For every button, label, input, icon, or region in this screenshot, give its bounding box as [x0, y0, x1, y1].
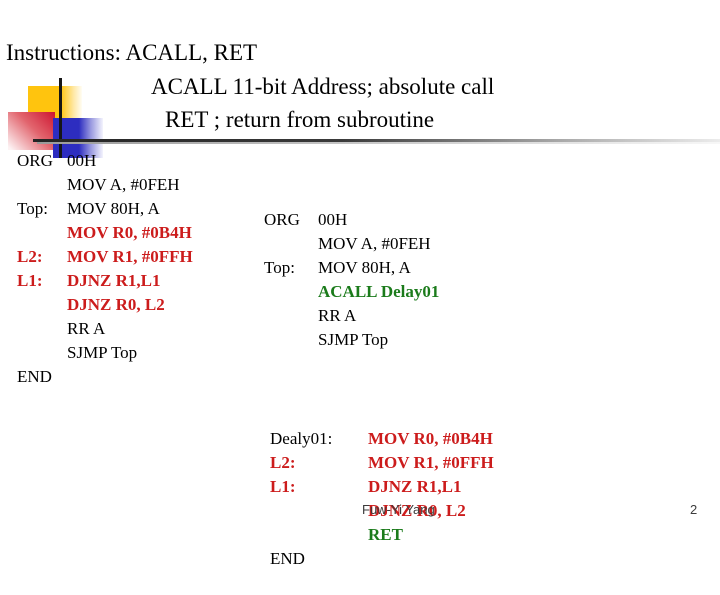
code-line-instruction: ACALL Delay01: [318, 282, 440, 301]
code-line-label: ORG: [264, 210, 300, 229]
code-line: L1: DJNZ R1,L1: [17, 269, 193, 293]
code-block-delay-subroutine: Dealy01: MOV R0, #0B4H L2: MOV R1, #0FFH L1:…: [270, 427, 494, 571]
code-line-instruction: RR A: [318, 306, 357, 325]
decoration-red-square: [8, 112, 55, 150]
slide-title-line-2: ACALL 11-bit Address; absolute call: [151, 74, 495, 99]
code-line-instruction: 00H: [318, 210, 348, 229]
code-line-instruction: SJMP Top: [67, 343, 138, 362]
code-column-right: ORG 00H MOV A, #0FEH Top: MOV 80H, A ACALL De…: [264, 160, 494, 595]
code-line-label: L2:: [270, 453, 296, 472]
footer-author: Fuw-Yi Yang: [362, 502, 435, 517]
code-line: Dealy01: MOV R0, #0B4H: [270, 427, 494, 451]
code-line: DJNZ R0, L2: [17, 293, 193, 317]
code-line: DJNZ R0, L2: [270, 499, 494, 523]
code-line: RET: [270, 523, 494, 547]
code-line: L1: DJNZ R1,L1: [270, 475, 494, 499]
slide-title-line-1: Instructions: ACALL, RET: [6, 40, 258, 65]
code-line: MOV R0, #0B4H: [17, 221, 193, 245]
code-line-label: END: [17, 367, 52, 386]
code-line-label: L1:: [270, 477, 296, 496]
code-line-label: Top:: [17, 199, 48, 218]
header-divider-line: [33, 139, 720, 142]
code-line-instruction: MOV 80H, A: [67, 199, 160, 218]
code-line-instruction: MOV R0, #0B4H: [67, 223, 192, 242]
code-line: MOV A, #0FEH: [17, 173, 193, 197]
code-line: ORG 00H: [264, 208, 494, 232]
code-line-label: L1:: [17, 271, 43, 290]
code-line-label: ORG: [17, 151, 53, 170]
code-line: ORG 00H: [17, 149, 193, 173]
code-line: RR A: [17, 317, 193, 341]
code-line-instruction: MOV R0, #0B4H: [368, 429, 493, 448]
code-line: ACALL Delay01: [264, 280, 494, 304]
code-line-instruction: RR A: [67, 319, 106, 338]
code-line-instruction: SJMP Top: [318, 330, 389, 349]
code-line-instruction: MOV 80H, A: [318, 258, 411, 277]
page-number: 2: [690, 502, 698, 517]
code-line-instruction: DJNZ R1,L1: [67, 271, 161, 290]
code-line-instruction: DJNZ R0, L2: [67, 295, 165, 314]
code-line: SJMP Top: [264, 328, 494, 352]
code-column-left: ORG 00H MOV A, #0FEH Top: MOV 80H, A MOV R0, …: [17, 149, 193, 389]
code-line-instruction: MOV A, #0FEH: [318, 234, 431, 253]
slide-title-line-3: RET ; return from subroutine: [165, 107, 435, 132]
code-line-instruction: RET: [368, 525, 403, 544]
code-line-label: L2:: [17, 247, 43, 266]
code-line: Top: MOV 80H, A: [17, 197, 193, 221]
code-block-main-program: ORG 00H MOV A, #0FEH Top: MOV 80H, A ACALL De…: [264, 208, 494, 352]
code-line-label: Dealy01:: [270, 429, 333, 448]
code-line-instruction: 00H: [67, 151, 97, 170]
code-line-label: END: [270, 549, 305, 568]
code-line: RR A: [264, 304, 494, 328]
decoration-vertical-line: [59, 78, 62, 158]
code-line: L2: MOV R1, #0FFH: [17, 245, 193, 269]
code-line: END: [17, 365, 193, 389]
code-line: Top: MOV 80H, A: [264, 256, 494, 280]
header-divider-shadow: [37, 142, 720, 144]
code-line-instruction: MOV R1, #0FFH: [67, 247, 193, 266]
code-line-instruction: MOV A, #0FEH: [67, 175, 180, 194]
code-line: SJMP Top: [17, 341, 193, 365]
code-line-instruction: DJNZ R1,L1: [368, 477, 462, 496]
code-line: MOV A, #0FEH: [264, 232, 494, 256]
code-line: L2: MOV R1, #0FFH: [270, 451, 494, 475]
code-line-label: Top:: [264, 258, 295, 277]
code-line: END: [270, 547, 494, 571]
code-line-instruction: MOV R1, #0FFH: [368, 453, 494, 472]
code-line-instruction: DJNZ R0, L2: [368, 501, 466, 520]
